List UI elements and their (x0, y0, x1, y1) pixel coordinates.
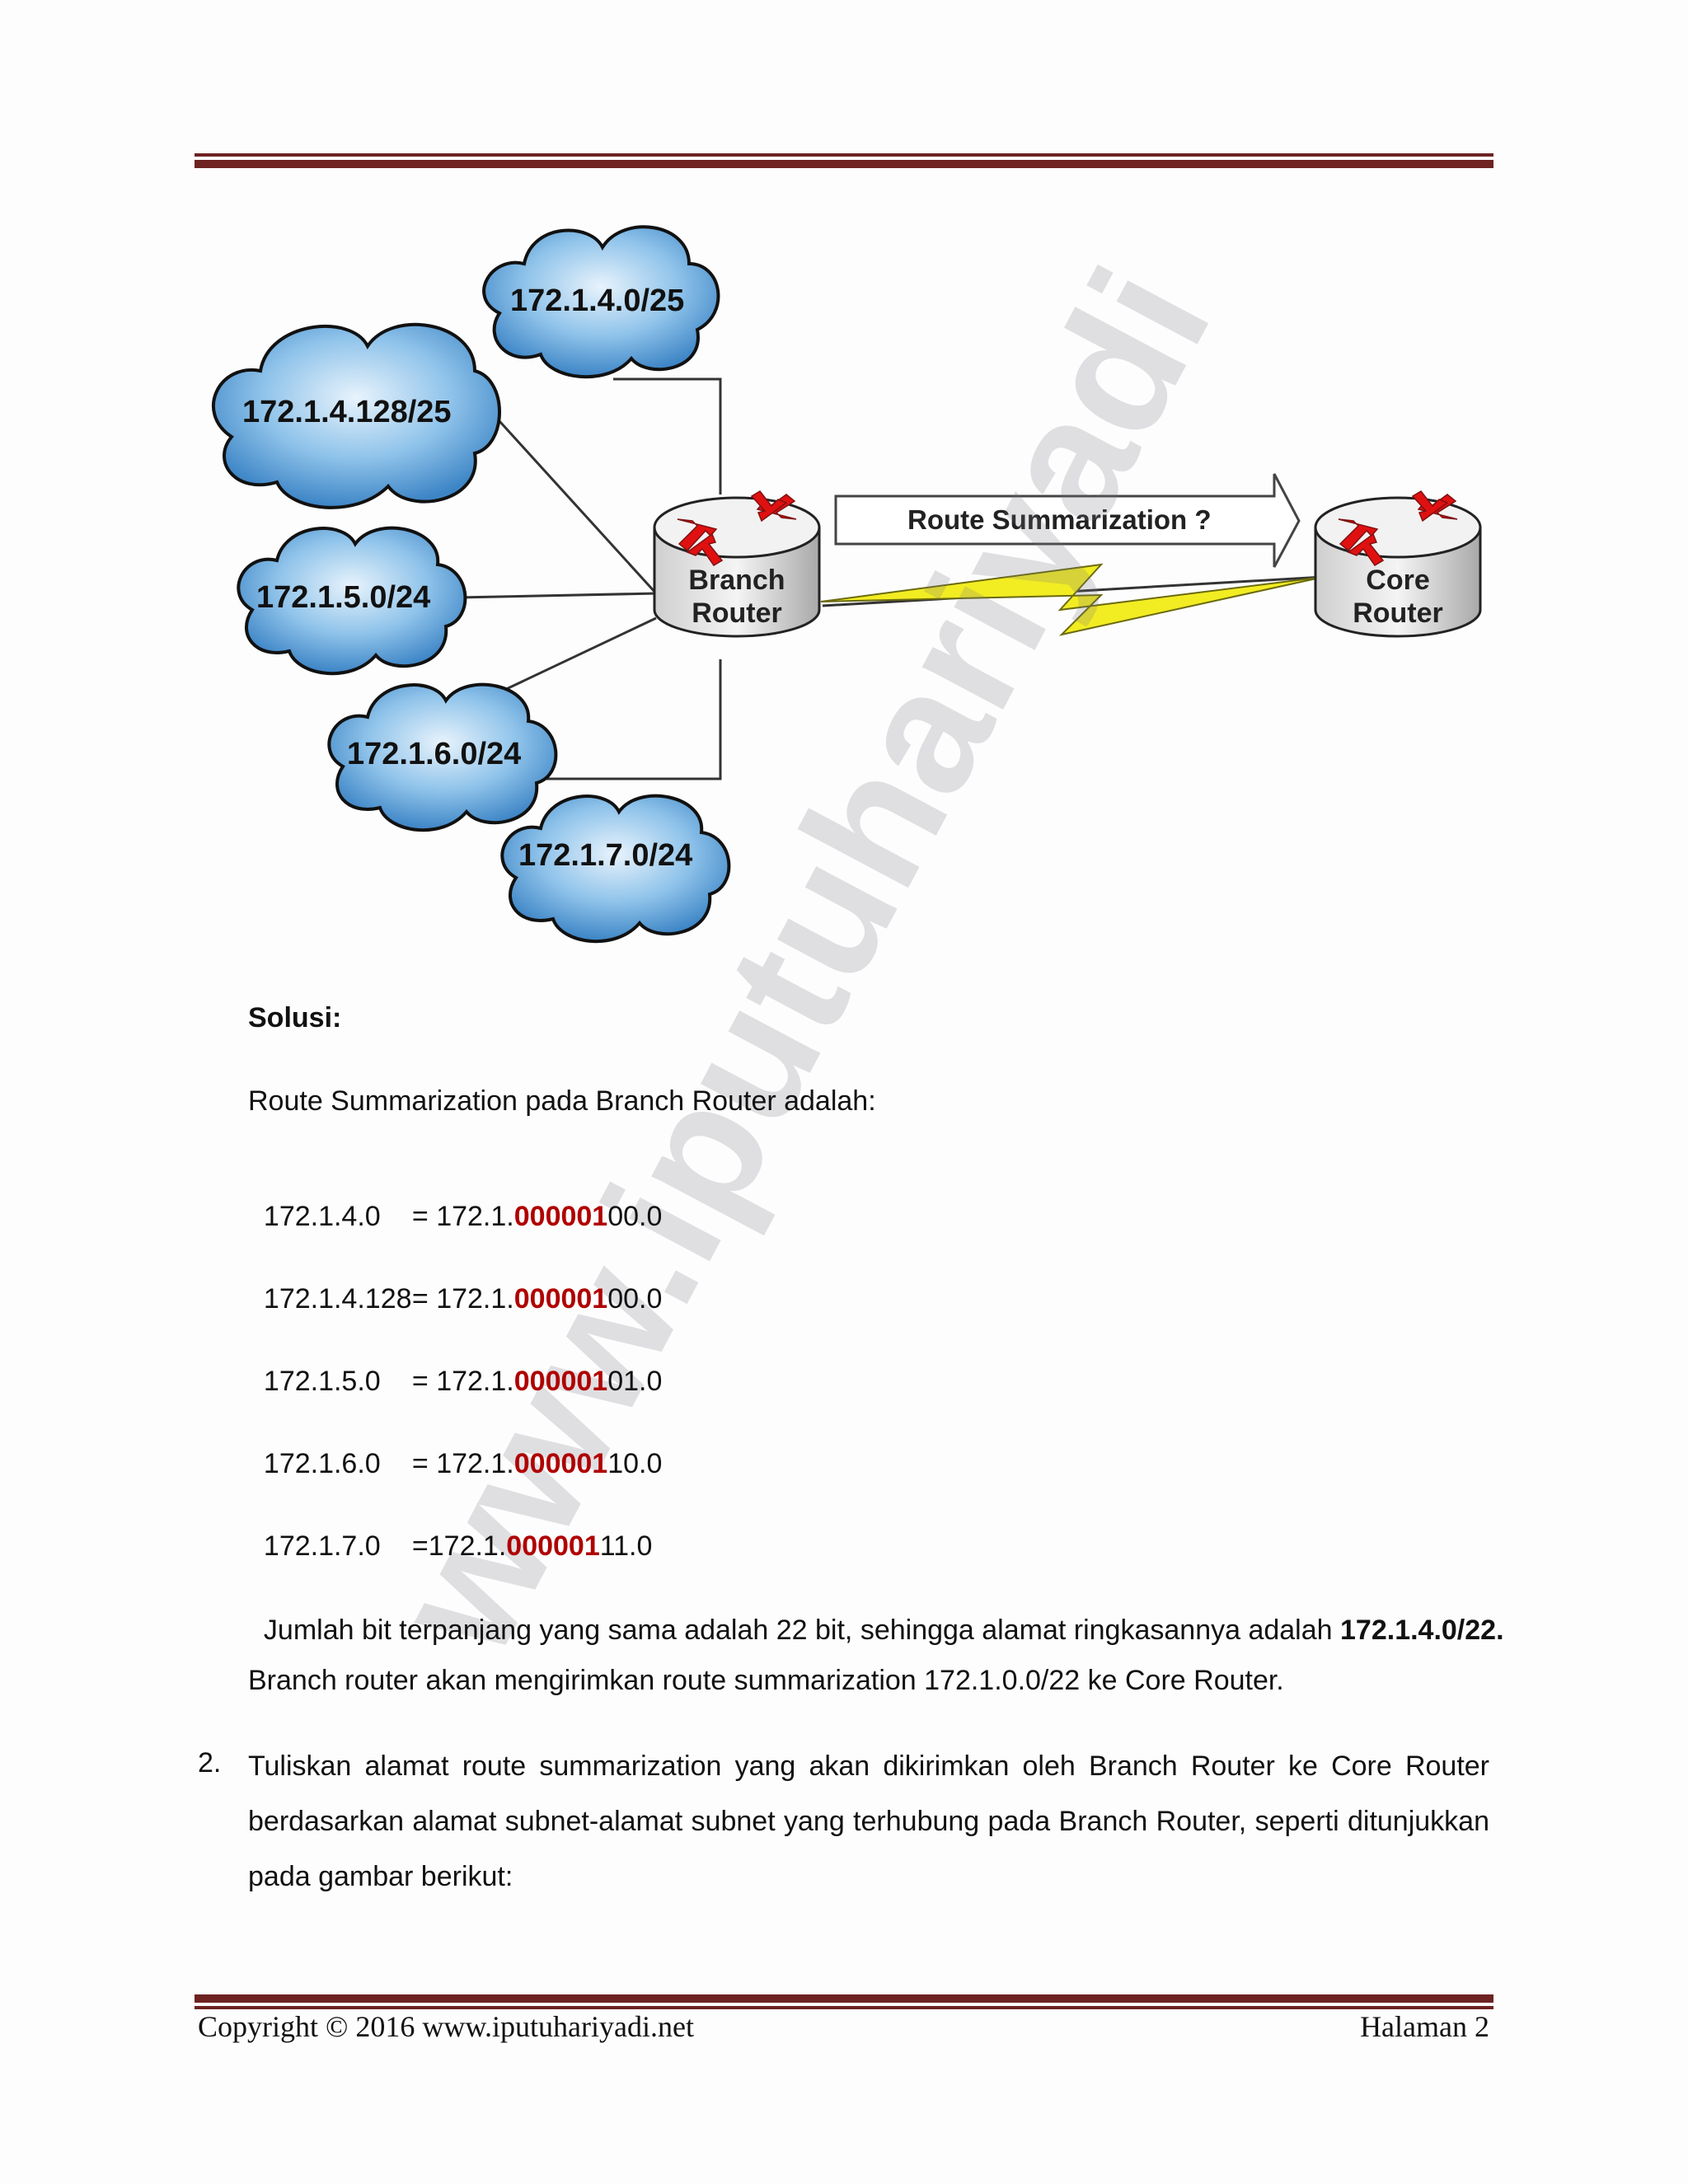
footer-copyright: Copyright © 2016 www.iputuhariyadi.net (198, 2010, 694, 2043)
solution-heading: Solusi: (248, 1002, 342, 1033)
row-eq: = 172.1. (411, 1366, 514, 1397)
binary-row: 172.1.6.0 = 172.1.00000110.0 (248, 1416, 663, 1480)
row-address: 172.1.4.0 (263, 1201, 381, 1232)
row-rest: 00.0 (607, 1283, 663, 1315)
solution-intro: Route Summarization pada Branch Router a… (248, 1085, 876, 1117)
footer-page-number: Halaman 2 (1360, 2010, 1489, 2043)
row-eq: =172.1. (411, 1530, 507, 1562)
question-text: Tuliskan alamat route summarization yang… (248, 1750, 1489, 1892)
core-router-label: Router (1353, 598, 1443, 629)
row-bits: 000001 (513, 1283, 608, 1315)
cloud-172-1-4-128-25 (211, 322, 501, 509)
header-rule (195, 153, 1493, 168)
summary-address: 172.1.4.0/22. (1340, 1615, 1504, 1646)
binary-row: 172.1.7.0 =172.1.00000111.0 (248, 1498, 653, 1563)
branch-router-label: Branch (688, 565, 785, 596)
row-eq: = 172.1. (411, 1283, 514, 1315)
cloud-172-1-5-0-24 (237, 526, 467, 676)
question-number: 2. (198, 1747, 222, 1779)
branch-router-label: Router (692, 598, 782, 629)
summarization-arrow: Route Summarization ? (834, 473, 1301, 568)
subnet-label: 172.1.7.0/24 (518, 838, 692, 873)
cloud-172-1-4-0-25 (482, 225, 720, 379)
core-router-icon: Core Router (1314, 490, 1482, 638)
binary-row: 172.1.4.0 = 172.1.00000100.0 (248, 1169, 663, 1233)
cloud-172-1-7-0-24 (500, 794, 731, 944)
row-eq: = 172.1. (411, 1448, 514, 1479)
row-address: 172.1.4.128 (263, 1283, 412, 1315)
binary-row: 172.1.4.128= 172.1.00000100.0 (248, 1251, 663, 1315)
row-rest: 00.0 (607, 1201, 663, 1232)
binary-row: 172.1.5.0 = 172.1.00000101.0 (248, 1333, 663, 1398)
footer-rule (195, 1994, 1493, 2009)
conclusion: Jumlah bit terpanjang yang sama adalah 2… (248, 1582, 1504, 1647)
row-bits: 000001 (513, 1201, 608, 1232)
row-bits: 000001 (513, 1448, 608, 1479)
row-address: 172.1.6.0 (263, 1448, 381, 1479)
subnet-label: 172.1.5.0/24 (256, 580, 430, 615)
row-rest: 01.0 (607, 1366, 663, 1397)
cloud-172-1-6-0-24 (327, 682, 558, 832)
row-eq: = 172.1. (411, 1201, 514, 1232)
row-address: 172.1.7.0 (263, 1530, 381, 1562)
row-rest: 11.0 (599, 1530, 653, 1562)
network-diagram: 172.1.4.0/25 172.1.4.128/25 172.1.5.0/24… (211, 225, 1482, 944)
subnet-label: 172.1.6.0/24 (347, 737, 521, 771)
arrow-label: Route Summarization ? (907, 504, 1212, 535)
subnet-label: 172.1.4.0/25 (510, 284, 684, 318)
core-router-label: Core (1366, 565, 1429, 596)
send-statement: Branch router akan mengirimkan route sum… (248, 1665, 1284, 1696)
conclusion-text: Jumlah bit terpanjang yang sama adalah 2… (263, 1615, 1341, 1646)
row-bits: 000001 (506, 1530, 600, 1562)
branch-router-icon: Branch Router (653, 490, 821, 638)
subnet-label: 172.1.4.128/25 (242, 395, 452, 429)
row-bits: 000001 (513, 1366, 608, 1397)
row-rest: 10.0 (607, 1448, 663, 1479)
row-address: 172.1.5.0 (263, 1366, 381, 1397)
